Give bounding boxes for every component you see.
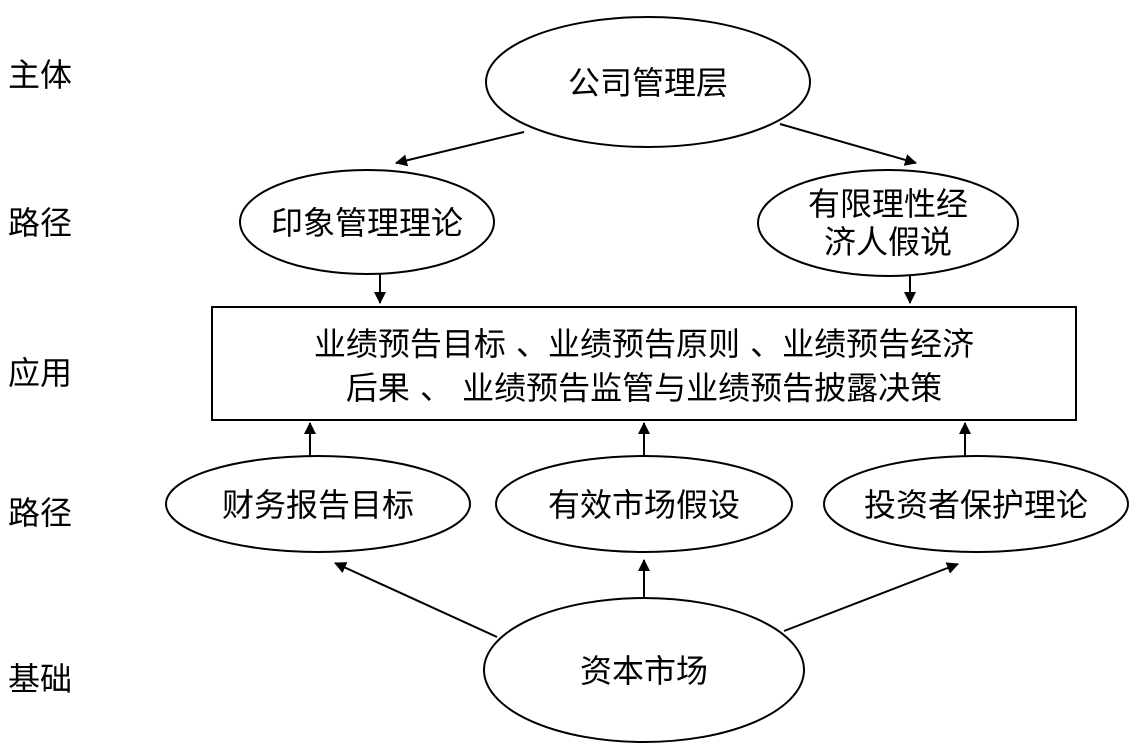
- node-impression-management-label: 印象管理理论: [271, 204, 463, 242]
- row-label-path-top: 路径: [8, 204, 72, 242]
- node-efficient-market-label: 有效市场假设: [548, 486, 740, 524]
- arrow-management-to-bounded-rationality: [779, 123, 917, 166]
- node-investor-protection-label: 投资者保护理论: [864, 486, 1088, 524]
- node-bounded-rationality-line-2: 济人假说: [824, 223, 952, 261]
- node-efficient-market: 有效市场假设: [495, 455, 793, 553]
- node-application-box: 业绩预告目标 、业绩预告原则 、业绩预告经济 后果 、 业绩预告监管与业绩预告披…: [211, 306, 1077, 421]
- node-management: 公司管理层: [485, 16, 811, 148]
- node-investor-protection: 投资者保护理论: [823, 455, 1129, 553]
- arrow-capital-market-to-financial-reporting: [334, 562, 498, 638]
- row-label-subject: 主体: [8, 56, 72, 94]
- row-label-foundation: 基础: [8, 660, 72, 698]
- row-label-application: 应用: [8, 354, 72, 392]
- node-financial-reporting: 财务报告目标: [165, 455, 471, 553]
- row-label-path-bottom: 路径: [8, 494, 72, 532]
- node-bounded-rationality-line-1: 有限理性经: [808, 185, 968, 223]
- node-impression-management: 印象管理理论: [239, 169, 495, 275]
- application-box-line-1: 业绩预告目标 、业绩预告原则 、业绩预告经济: [314, 325, 974, 363]
- node-capital-market-label: 资本市场: [580, 652, 708, 690]
- arrow-capital-market-to-investor-protection: [783, 562, 959, 632]
- node-capital-market: 资本市场: [483, 597, 805, 743]
- node-financial-reporting-label: 财务报告目标: [222, 486, 414, 524]
- arrow-management-to-impression: [395, 131, 525, 167]
- node-management-label: 公司管理层: [568, 64, 728, 102]
- node-bounded-rationality: 有限理性经 济人假说: [757, 169, 1019, 277]
- application-box-line-2: 后果 、 业绩预告监管与业绩预告披露决策: [346, 369, 942, 407]
